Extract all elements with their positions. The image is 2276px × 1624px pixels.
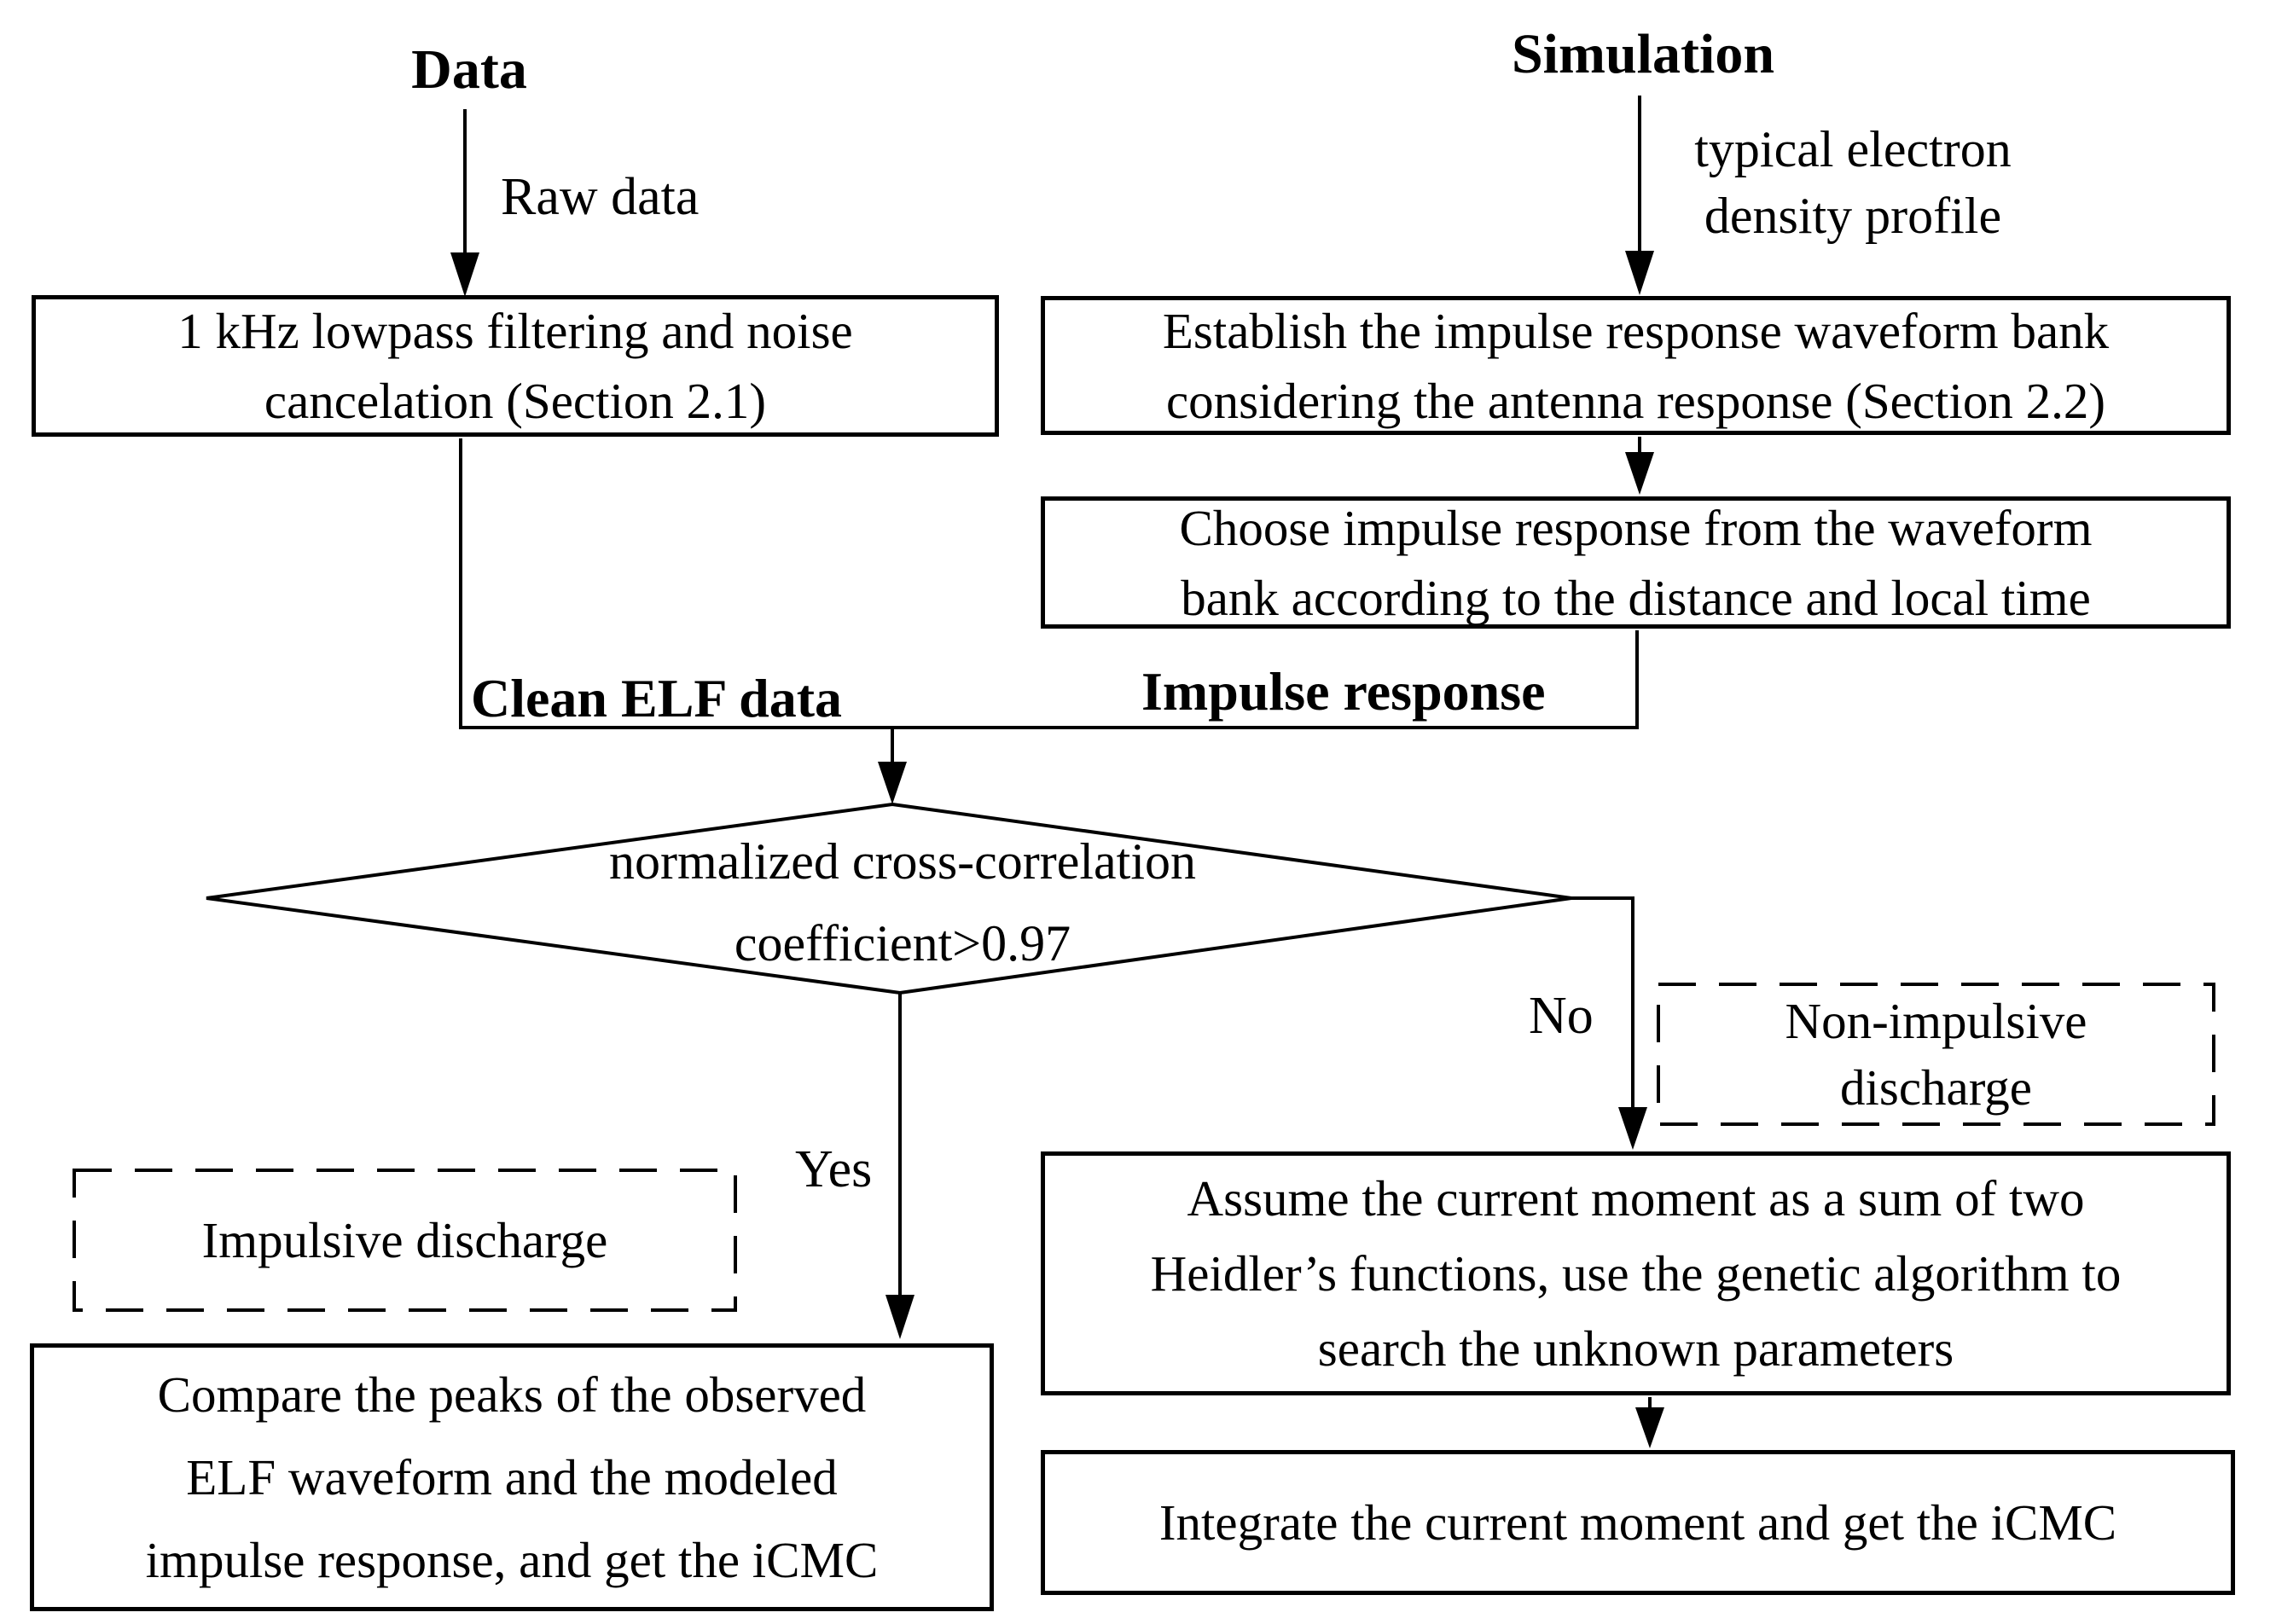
- node-impulsive-discharge-label: Impulsive discharge: [74, 1170, 735, 1310]
- data-branch-title: Data: [411, 38, 527, 101]
- clean-elf-data-edge-label: Clean ELF data: [471, 668, 842, 728]
- arrow-simulation-to-establish: [1625, 96, 1654, 295]
- node-line: Establish the impulse response waveform …: [1162, 302, 2110, 359]
- node-line: ELF waveform and the modeled: [186, 1448, 838, 1505]
- impulse-response-edge-label: Impulse response: [1141, 661, 1546, 722]
- yes-branch-connector: [885, 993, 914, 1339]
- arrow-establish-to-choose: [1625, 437, 1654, 495]
- node-non-impulsive-discharge-label: Non-impulsive discharge: [1658, 984, 2214, 1124]
- no-branch-connector: [1571, 896, 1647, 1150]
- node-line: bank according to the distance and local…: [1181, 569, 2091, 626]
- node-line: considering the antenna response (Sectio…: [1165, 372, 2105, 429]
- node-lowpass-filtering: 1 kHz lowpass filtering and noise cancel…: [32, 295, 999, 437]
- electron-profile-edge-label: typical electron density profile: [1657, 116, 2049, 249]
- node-line: Non-impulsive: [1785, 993, 2087, 1049]
- node-establish-waveform-bank: Establish the impulse response waveform …: [1041, 296, 2231, 435]
- node-assume-heidler-functions: Assume the current moment as a sum of tw…: [1041, 1151, 2231, 1395]
- node-line: Integrate the current moment and get the…: [1158, 1494, 2117, 1551]
- node-line: Impulsive discharge: [201, 1211, 608, 1268]
- raw-data-edge-label: Raw data: [501, 168, 700, 226]
- node-line: 1 kHz lowpass filtering and noise: [177, 303, 853, 359]
- node-decision-cross-correlation: normalized cross-correlation coefficient…: [476, 821, 1329, 984]
- node-line: coefficient>0.97: [734, 915, 1071, 972]
- node-line: normalized cross-correlation: [608, 833, 1197, 890]
- yes-edge-label: Yes: [795, 1140, 873, 1198]
- non-impulsive-discharge-dashed-box: [1657, 983, 2215, 1126]
- electron-profile-line: typical electron: [1694, 121, 2012, 177]
- arrow-data-to-lowpass: [450, 109, 479, 297]
- electron-profile-line: density profile: [1704, 188, 2002, 244]
- node-choose-impulse-response: Choose impulse response from the wavefor…: [1041, 496, 2231, 629]
- node-line: cancelation (Section 2.1): [264, 373, 767, 429]
- node-compare-peaks: Compare the peaks of the observed ELF wa…: [30, 1343, 994, 1611]
- merge-connector: [459, 438, 1639, 729]
- node-line: search the unknown parameters: [1317, 1320, 1954, 1377]
- node-line: impulse response, and get the iCMC: [145, 1531, 879, 1588]
- simulation-branch-title: Simulation: [1511, 23, 1775, 85]
- node-line: Compare the peaks of the observed: [157, 1366, 867, 1423]
- node-line: Heidler’s functions, use the genetic alg…: [1150, 1245, 2122, 1302]
- node-integrate-current-moment: Integrate the current moment and get the…: [1041, 1450, 2235, 1595]
- node-line: Choose impulse response from the wavefor…: [1179, 499, 2093, 556]
- no-edge-label: No: [1529, 987, 1594, 1045]
- impulsive-discharge-dashed-box: [73, 1169, 737, 1312]
- node-line: discharge: [1840, 1059, 2032, 1116]
- arrow-assume-to-integrate: [1635, 1397, 1664, 1448]
- arrow-merge-to-decision: [878, 728, 907, 804]
- node-line: Assume the current moment as a sum of tw…: [1187, 1170, 2085, 1227]
